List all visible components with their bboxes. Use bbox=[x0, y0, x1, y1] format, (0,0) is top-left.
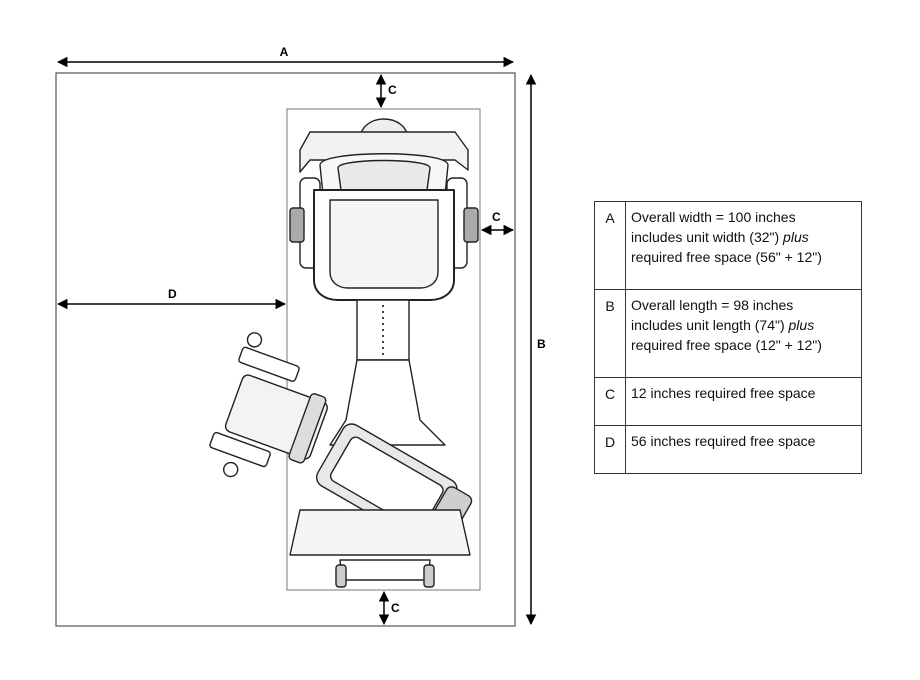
row-line: 12 inches required free space bbox=[631, 385, 816, 401]
row-emphasis: plus bbox=[783, 229, 809, 245]
table-row: A Overall width = 100 inches includes un… bbox=[594, 201, 862, 290]
row-line-text: includes unit width (32") bbox=[631, 229, 784, 245]
dimension-c-side-label: C bbox=[492, 210, 501, 224]
dimension-d-label: D bbox=[168, 287, 177, 301]
row-emphasis: plus bbox=[788, 317, 815, 333]
dimension-c-top-label: C bbox=[388, 83, 397, 97]
overall-footprint-outline bbox=[55, 72, 516, 627]
dimension-a-label: A bbox=[280, 45, 289, 59]
row-key: D bbox=[594, 425, 626, 474]
row-description: Overall length = 98 inches includes unit… bbox=[625, 289, 862, 378]
row-key: A bbox=[594, 201, 626, 290]
table-row: B Overall length = 98 inches includes un… bbox=[594, 289, 862, 378]
row-line: Overall length = 98 inches bbox=[631, 297, 794, 313]
row-line: includes unit width (32") plus bbox=[631, 227, 855, 247]
row-description: Overall width = 100 inches includes unit… bbox=[625, 201, 862, 290]
dimension-b-label: B bbox=[537, 337, 546, 351]
row-line: Overall width = 100 inches bbox=[631, 209, 796, 225]
row-line: 56 inches required free space bbox=[631, 433, 816, 449]
row-key: B bbox=[594, 289, 626, 378]
table-row: D 56 inches required free space bbox=[594, 425, 862, 474]
row-description: 12 inches required free space bbox=[625, 377, 862, 426]
machine-drawing bbox=[209, 118, 479, 588]
table-row: C 12 inches required free space bbox=[594, 377, 862, 426]
row-description: 56 inches required free space bbox=[625, 425, 862, 474]
specification-table: A Overall width = 100 inches includes un… bbox=[594, 201, 862, 474]
unit-footprint-outline bbox=[286, 108, 481, 591]
row-line: includes unit length (74") plus bbox=[631, 315, 855, 335]
row-line-text: includes unit length (74") bbox=[631, 317, 789, 333]
row-line: required free space (12" + 12") bbox=[631, 337, 822, 353]
dimension-c-bottom-label: C bbox=[391, 601, 400, 615]
row-key: C bbox=[594, 377, 626, 426]
row-line: required free space (56" + 12") bbox=[631, 249, 822, 265]
